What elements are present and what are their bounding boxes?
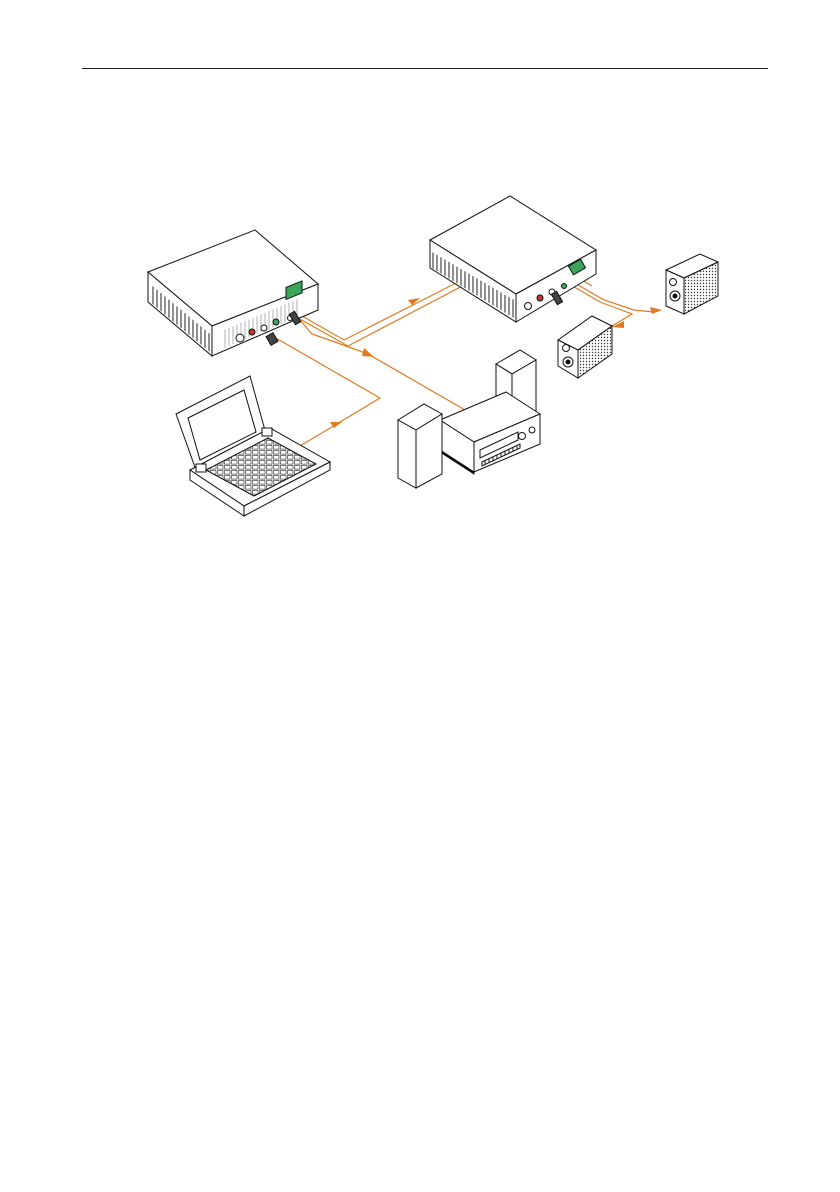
bookshelf-speaker-upper-icon (666, 254, 718, 314)
receiver-unit-icon (430, 196, 596, 322)
laptop-icon (176, 376, 330, 516)
arrow-to-speaker-upper (650, 307, 662, 314)
bookshelf-speaker-lower-icon (558, 316, 612, 378)
tower-speaker-left-icon (398, 404, 442, 488)
arrow-to-amplifier (362, 348, 374, 357)
cable-transmitter-to-receiver-b (302, 278, 466, 340)
transmitter-unit-icon (148, 230, 318, 356)
